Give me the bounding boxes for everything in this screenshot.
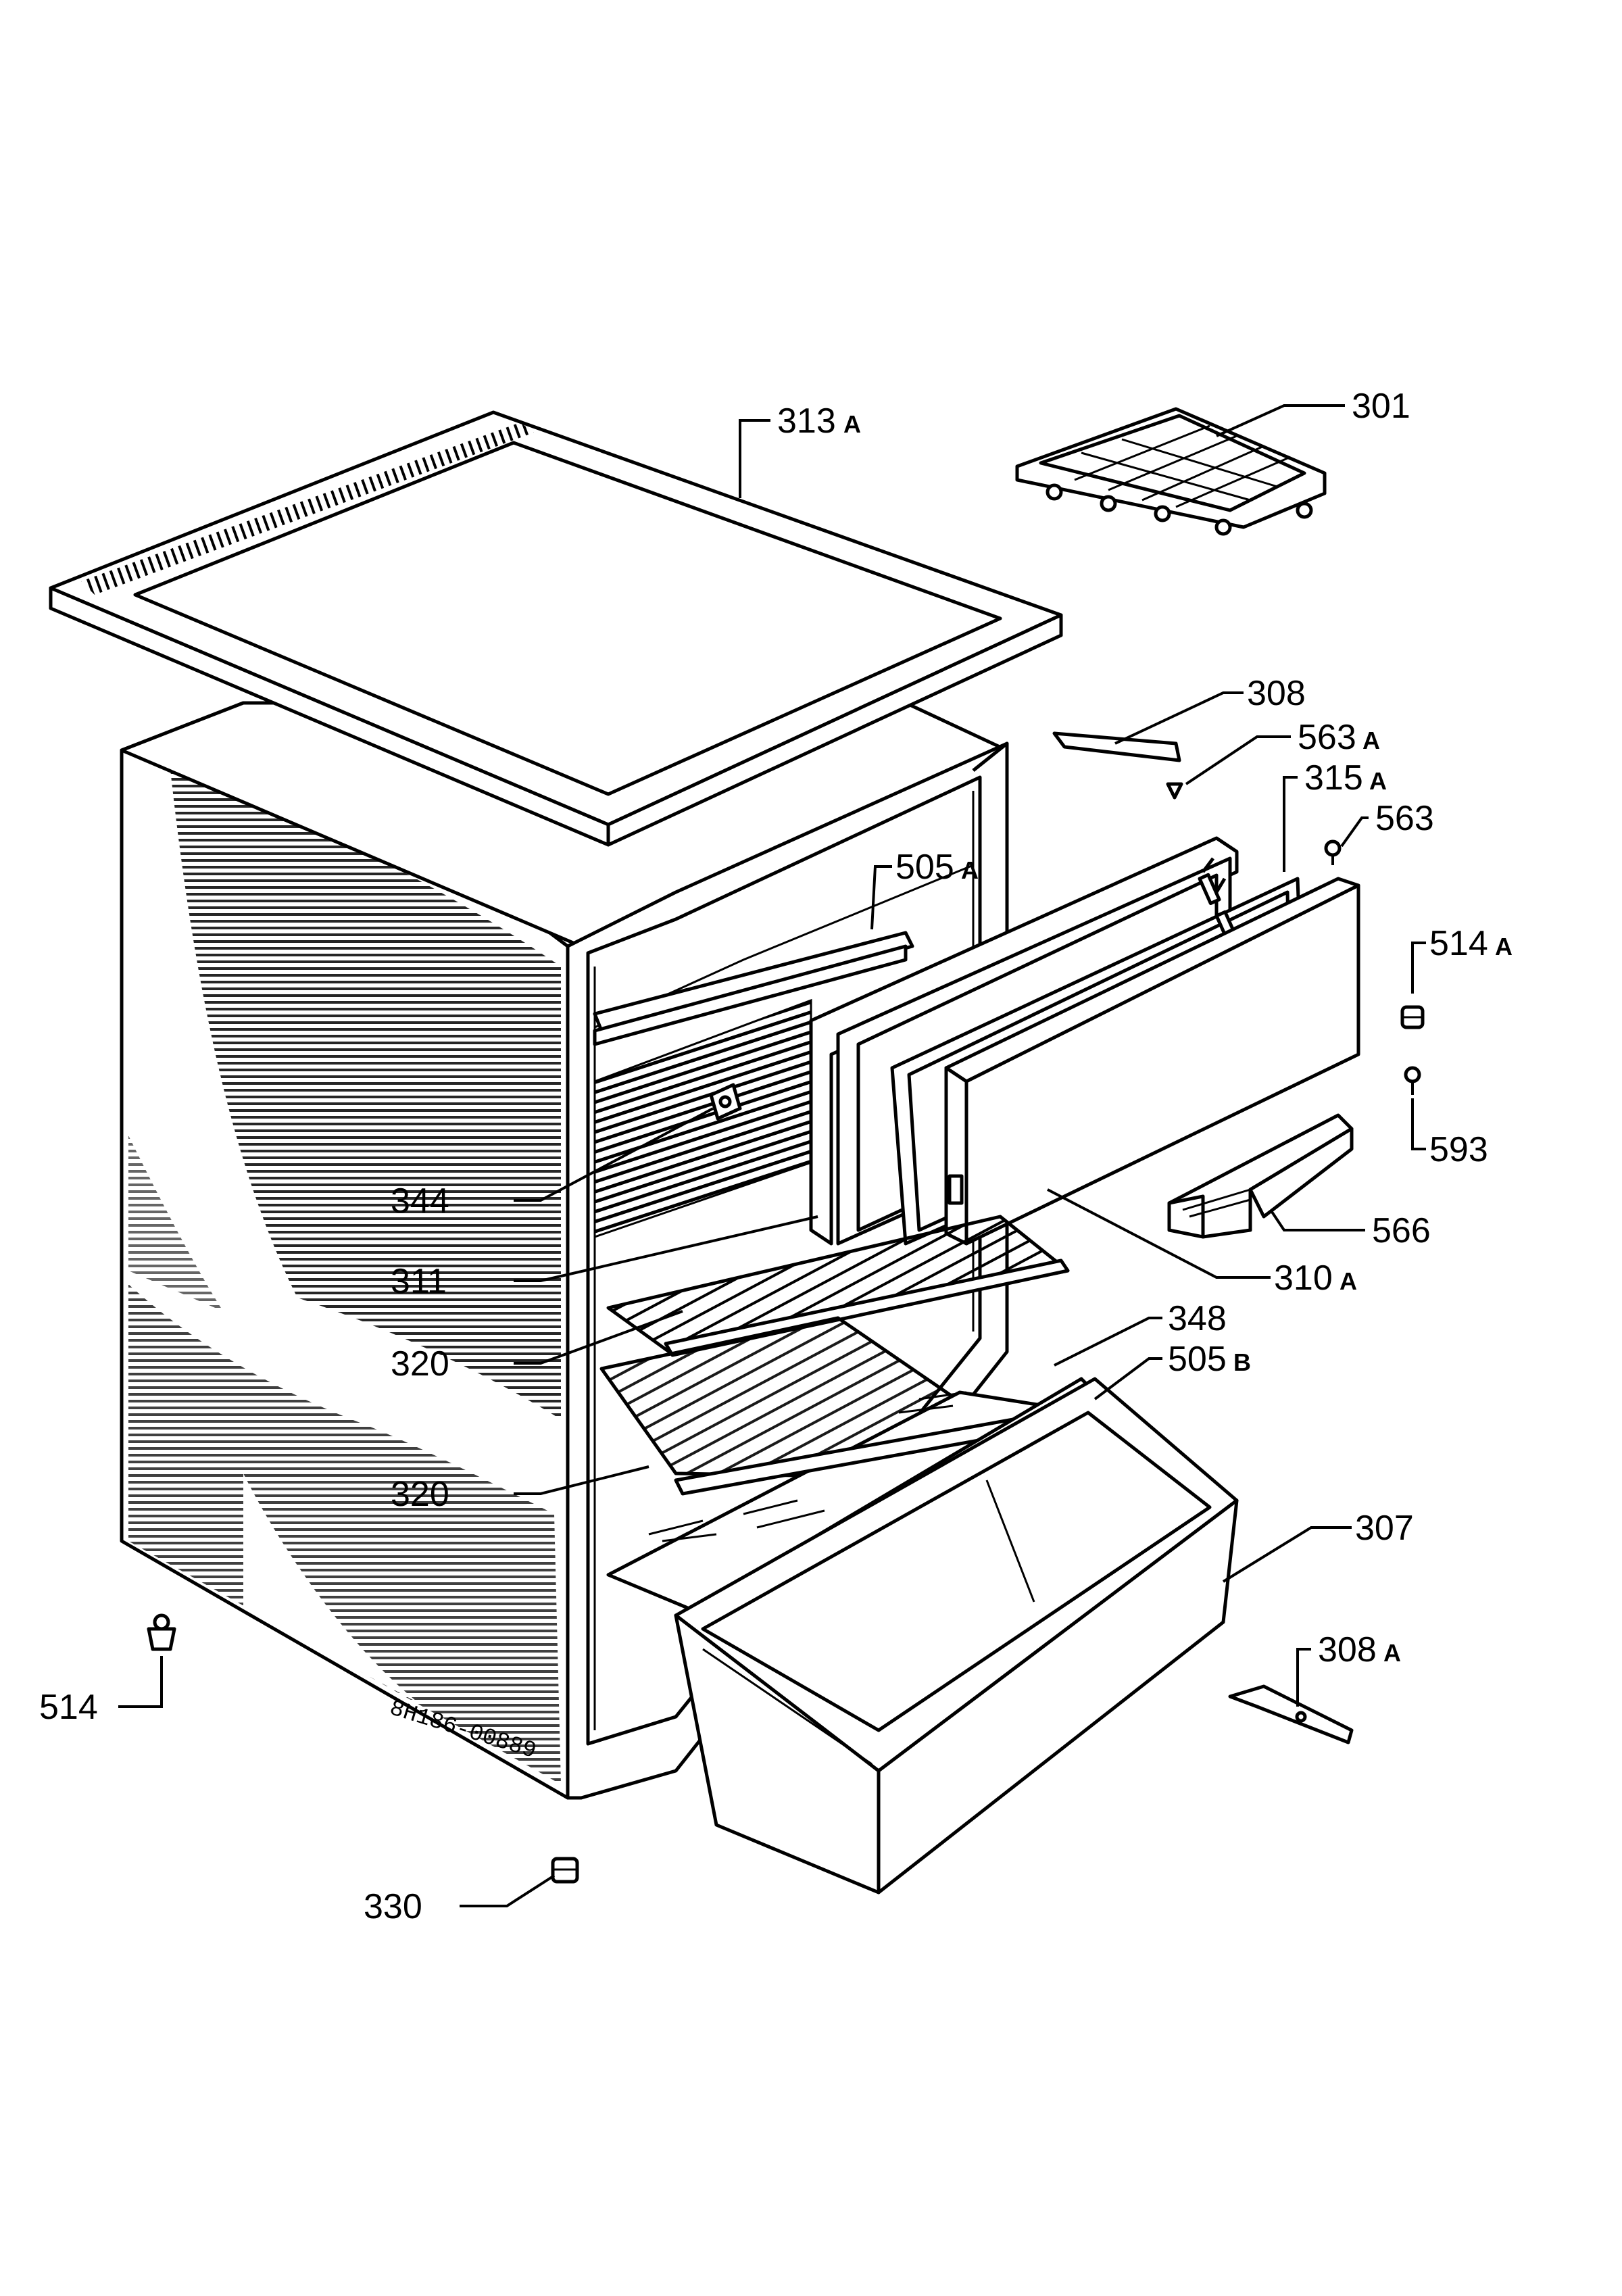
svg-text:344: 344	[391, 1181, 449, 1221]
freezer-door	[944, 877, 1360, 1246]
door-handle	[1167, 1113, 1354, 1239]
callout-348: 348	[1168, 1299, 1227, 1338]
svg-text:308: 308	[1247, 674, 1306, 713]
leader-lines	[118, 404, 1426, 1907]
svg-text:301: 301	[1352, 387, 1410, 426]
svg-text:A: A	[843, 410, 861, 438]
callout-310a: 310 A	[1274, 1259, 1357, 1298]
callout-514: 514	[39, 1688, 98, 1727]
top-shelf-glass	[593, 931, 914, 1046]
svg-text:308: 308	[1318, 1630, 1377, 1669]
svg-text:A: A	[1369, 767, 1387, 795]
callout-320-upper: 320	[391, 1344, 449, 1384]
screw-593	[1404, 1066, 1421, 1095]
svg-text:563: 563	[1375, 799, 1434, 838]
screw-563	[1324, 839, 1342, 865]
callout-311: 311	[391, 1262, 447, 1301]
wire-shelf-upper	[606, 1215, 1070, 1357]
screw-563a	[1166, 782, 1183, 800]
foot-514	[147, 1613, 176, 1651]
svg-text:A: A	[1495, 933, 1513, 960]
callout-344: 344	[391, 1181, 449, 1221]
svg-text:514: 514	[39, 1688, 98, 1727]
svg-text:320: 320	[391, 1344, 449, 1384]
svg-text:313: 313	[777, 401, 836, 441]
hinge-308a	[1228, 1684, 1354, 1744]
callout-315a: 315 A	[1304, 758, 1387, 798]
svg-text:505: 505	[895, 848, 954, 887]
svg-text:505: 505	[1168, 1340, 1227, 1379]
crisper-drawer	[674, 1377, 1239, 1895]
callout-308: 308	[1247, 674, 1306, 713]
callout-593: 593	[1429, 1130, 1488, 1169]
svg-text:311: 311	[391, 1262, 447, 1301]
svg-text:514: 514	[1429, 924, 1488, 963]
svg-text:B: B	[1233, 1348, 1251, 1376]
foot-330	[551, 1857, 579, 1884]
hinge-308	[1052, 731, 1181, 762]
callout-301: 301	[1352, 387, 1410, 426]
svg-text:563: 563	[1298, 718, 1356, 757]
svg-text:307: 307	[1355, 1509, 1414, 1548]
ice-tray	[1015, 407, 1327, 536]
svg-text:310: 310	[1274, 1259, 1333, 1298]
svg-text:A: A	[1383, 1639, 1401, 1667]
bushing-514a	[1400, 1005, 1425, 1029]
svg-text:315: 315	[1304, 758, 1363, 798]
callout-308a: 308 A	[1318, 1630, 1401, 1669]
callout-563: 563	[1375, 799, 1434, 838]
svg-text:330: 330	[364, 1887, 422, 1926]
svg-text:320: 320	[391, 1475, 449, 1514]
callout-330: 330	[364, 1887, 422, 1926]
callout-514a: 514 A	[1429, 924, 1513, 963]
svg-text:593: 593	[1429, 1130, 1488, 1169]
svg-text:348: 348	[1168, 1299, 1227, 1338]
callout-307: 307	[1355, 1509, 1414, 1548]
callout-320-lower: 320	[391, 1475, 449, 1514]
svg-text:A: A	[1340, 1267, 1357, 1295]
callout-563a: 563 A	[1298, 718, 1380, 757]
callout-313a: 313 A	[777, 401, 861, 441]
thermostat-knob	[709, 1083, 742, 1121]
callout-505a: 505 A	[895, 848, 979, 887]
worktop-lid	[49, 410, 1063, 847]
svg-text:A: A	[1362, 727, 1380, 754]
callout-566: 566	[1372, 1211, 1431, 1250]
svg-text:566: 566	[1372, 1211, 1431, 1250]
callout-505b: 505 B	[1168, 1340, 1251, 1379]
svg-text:A: A	[961, 856, 979, 884]
